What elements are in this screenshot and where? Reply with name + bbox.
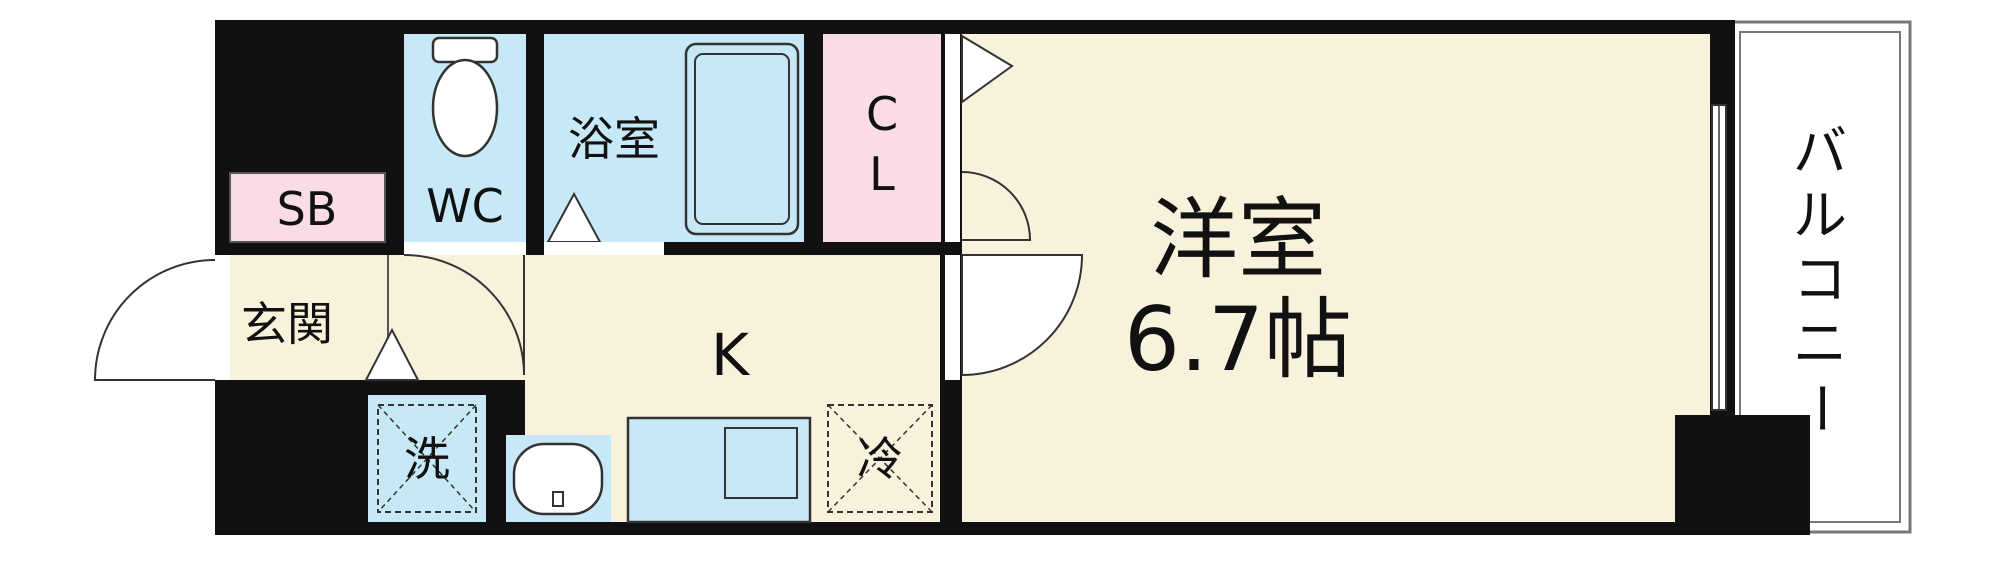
- basin: [512, 442, 604, 516]
- washer-label: 洗: [404, 432, 450, 486]
- balcony-label-char: コ: [1793, 248, 1847, 311]
- kitchen-counter: [626, 416, 812, 524]
- shoe-box-floor: [229, 172, 386, 243]
- western-room-floor: [962, 34, 1710, 522]
- closet-label-c: C: [866, 87, 898, 141]
- toilet-fixture: [431, 36, 499, 158]
- balcony-label-char: ー: [1789, 381, 1852, 435]
- entrance-door: [93, 259, 216, 381]
- toilet-door-swing: [403, 254, 525, 376]
- room-door-swing: [961, 254, 1084, 377]
- basin-tap: [552, 491, 564, 507]
- kitchen-sink: [724, 427, 798, 499]
- closet-floor: [823, 34, 941, 242]
- western-room-size: 6.7帖: [1124, 288, 1352, 391]
- balcony-label-char: ル: [1793, 184, 1847, 247]
- fridge-cross-b: [827, 404, 933, 513]
- fridge-space: [827, 404, 933, 513]
- bathtub-inner: [694, 53, 790, 225]
- closet-label-l: L: [869, 147, 895, 201]
- western-room-name: 洋室: [1150, 188, 1326, 291]
- bathtub: [684, 42, 800, 236]
- kitchen-label: K: [711, 321, 751, 389]
- washer-box: [377, 404, 477, 513]
- bathroom-label: 浴室: [568, 112, 660, 166]
- washer-cross-b: [377, 404, 477, 513]
- entrance-floor: [215, 255, 390, 380]
- toilet-threshold: [404, 242, 526, 255]
- shoe-box-label: SB: [277, 182, 338, 236]
- door-swing: [961, 171, 1032, 241]
- kitchen-floor: [390, 255, 940, 380]
- kitchen-door: [364, 327, 420, 381]
- room-door-gap: [945, 255, 960, 380]
- entrance-label: 玄関: [241, 297, 333, 351]
- fridge-label: 冷: [857, 432, 903, 486]
- pillar: [1675, 415, 1810, 535]
- toilet-label: WC: [426, 179, 504, 233]
- entrance-step: [215, 255, 230, 380]
- balcony-label-char: バ: [1793, 120, 1847, 183]
- balcony-label-char: ニ: [1793, 312, 1847, 375]
- door-leaf: [961, 34, 1014, 104]
- bath-threshold: [544, 242, 664, 255]
- closet-door-strip: [945, 34, 960, 242]
